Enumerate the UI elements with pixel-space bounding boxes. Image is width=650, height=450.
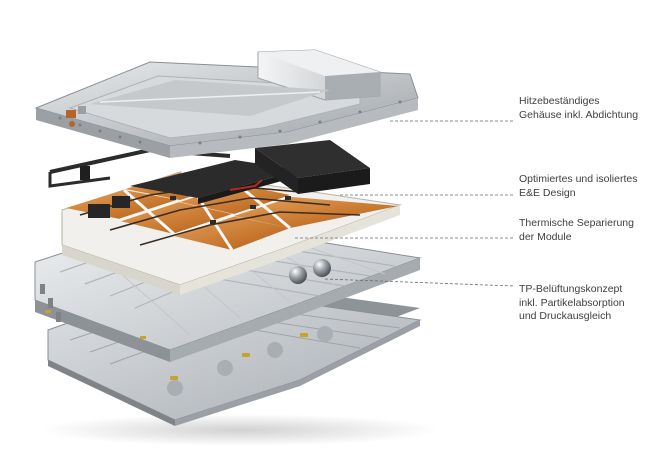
callout-vent-line-1: TP-Belüftungskonzept — [519, 283, 623, 295]
callout-separation-line-2: der Module — [519, 230, 572, 243]
callout-ee-line-2: E&E Design — [519, 186, 576, 199]
callout-thermal-separation: Thermische Separierung der Module — [519, 217, 647, 244]
vent-dome-left — [289, 266, 307, 284]
callout-housing-line-1: Hitzebeständiges — [519, 95, 600, 107]
leader-line-vent — [324, 278, 515, 287]
ee-electronics — [48, 140, 370, 218]
callout-vent-line-2: inkl. Partikelabsorption — [519, 296, 625, 309]
callout-ee-line-1: Optimiertes und isoliertes — [519, 173, 638, 185]
callout-housing: Hitzebeständiges Gehäuse inkl. Abdichtun… — [519, 95, 647, 122]
callout-separation-line-1: Thermische Separierung — [519, 217, 634, 229]
leader-lines — [295, 120, 515, 287]
vent-dome-right — [313, 259, 331, 277]
callout-housing-line-2: Gehäuse inkl. Abdichtung — [519, 108, 639, 121]
callout-ee-design: Optimiertes und isoliertes E&E Design — [519, 173, 647, 200]
ground-shadow — [40, 414, 440, 446]
housing-lid — [34, 49, 419, 158]
callout-vent-line-3: und Druckausgleich — [519, 310, 612, 322]
callout-ventilation: TP-Belüftungskonzept inkl. Partikelabsor… — [519, 283, 647, 324]
